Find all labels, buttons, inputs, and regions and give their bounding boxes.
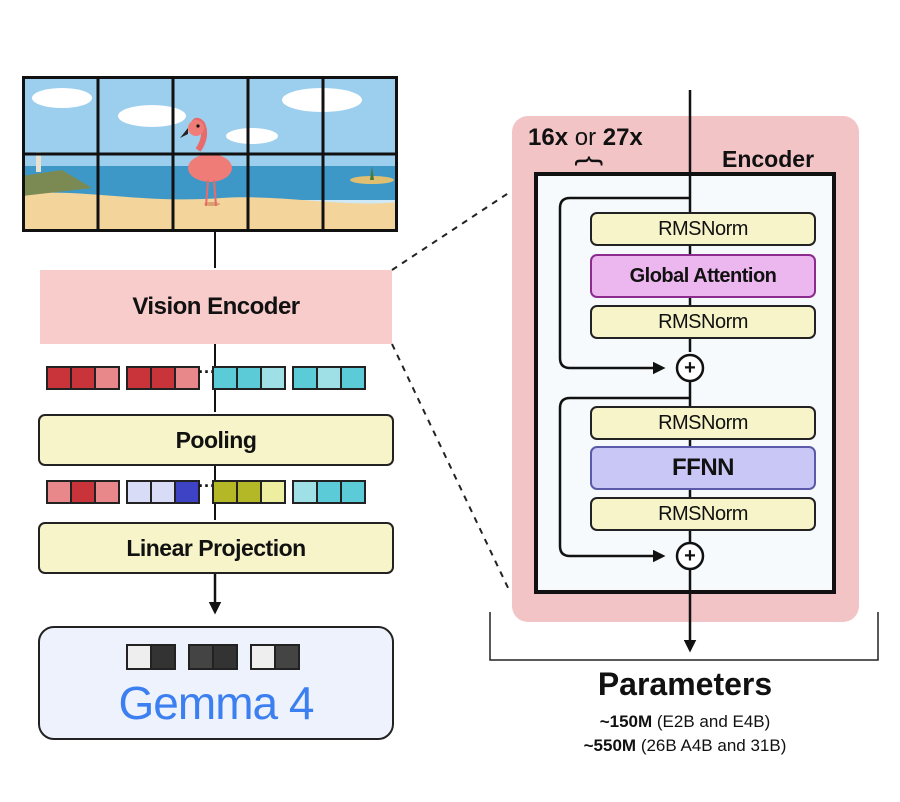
encoder-token [126, 366, 152, 390]
encoder-token [260, 366, 286, 390]
gemma-model-box: Gemma 4 [38, 626, 394, 740]
residual-add-node-1 [675, 353, 705, 383]
input-image-grid [22, 76, 398, 232]
gemma-token [150, 644, 176, 670]
parameters-title: Parameters [597, 666, 773, 702]
token-ellipsis: ··· [198, 476, 216, 496]
pooled-token [174, 480, 200, 504]
pooled-token [94, 480, 120, 504]
gemma-token [188, 644, 214, 670]
encoder-token [46, 366, 72, 390]
residual-arrow-1 [558, 196, 690, 375]
token-ellipsis: ··· [198, 362, 216, 382]
pooled-token [150, 480, 176, 504]
pooled-token [340, 480, 366, 504]
residual-arrow-2 [558, 396, 690, 563]
encoder-token [174, 366, 200, 390]
pooled-token-row: ··· [46, 476, 386, 504]
cloud-shape [226, 128, 278, 144]
rmsnorm-block-2a: RMSNorm [590, 406, 816, 440]
encoder-token-row: ··· [46, 362, 386, 390]
flamingo-illustration [180, 117, 232, 207]
parameter-line-2: ~550M (26B A4B and 31B) [490, 736, 880, 756]
parameters-bracket [489, 612, 879, 661]
pooling-block: Pooling [38, 414, 394, 466]
repeat-count-primary: 16x [528, 124, 569, 151]
parameter-detail-1: (E2B and E4B) [656, 712, 771, 731]
pooled-token [212, 480, 238, 504]
global-attention-block: Global Attention [590, 254, 816, 298]
encoder-token [212, 366, 238, 390]
rmsnorm-block-1b: RMSNorm [590, 305, 816, 339]
repeat-count-alt: 27x [602, 124, 643, 151]
zoom-dashed-line-bottom [391, 343, 511, 593]
rmsnorm-block-2b: RMSNorm [590, 497, 816, 531]
gemma-token [212, 644, 238, 670]
gemma-token [126, 644, 152, 670]
encoder-token [94, 366, 120, 390]
encoder-title: Encoder [722, 146, 815, 172]
repeat-count-label: 16x or 27x [528, 124, 643, 152]
residual-add-node-2 [675, 541, 705, 571]
vision-encoder-label: Vision Encoder [132, 293, 300, 320]
ffnn-block: FFNN [590, 446, 816, 490]
parameter-detail-2: (26B A4B and 31B) [640, 736, 787, 755]
parameter-line-1: ~150M (E2B and E4B) [490, 712, 880, 732]
linear-projection-block: Linear Projection [38, 522, 394, 574]
pooled-token [70, 480, 96, 504]
rmsnorm-block-1a: RMSNorm [590, 212, 816, 246]
vision-encoder-block: Vision Encoder [40, 270, 392, 344]
encoder-token [70, 366, 96, 390]
cliff-shape [22, 170, 92, 196]
lighthouse-shape [36, 152, 41, 172]
gemma-token-row [126, 644, 306, 670]
gemma-token [274, 644, 300, 670]
gemma-title: Gemma 4 [118, 677, 315, 729]
plus-sign-2: + [684, 545, 696, 567]
repeat-count-or: or [574, 124, 597, 151]
encoder-token [340, 366, 366, 390]
linear-projection-label: Linear Projection [126, 534, 306, 561]
plus-sign-1: + [684, 357, 696, 379]
pooling-label: Pooling [175, 426, 257, 453]
pooled-token [260, 480, 286, 504]
parameter-value-2: ~550M [583, 736, 637, 755]
cloud-shape [118, 105, 186, 127]
cloud-shape [32, 88, 92, 108]
parameter-value-1: ~150M [599, 712, 653, 731]
